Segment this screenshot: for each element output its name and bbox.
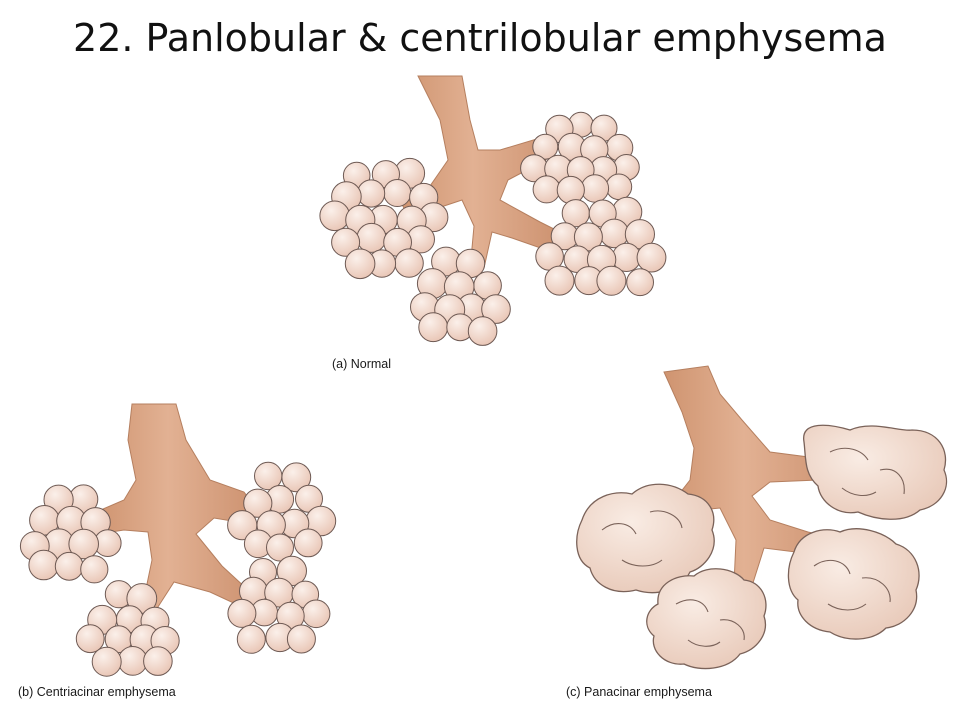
alveolus bbox=[293, 528, 323, 558]
panel-a-alveoli-bottom bbox=[410, 246, 511, 346]
alveolus bbox=[626, 268, 654, 297]
panel-c-sac-left bbox=[576, 483, 715, 594]
panel-c-sac-bottom bbox=[646, 568, 767, 670]
panel-b-alveoli-bottom-right bbox=[227, 555, 331, 654]
alveolus bbox=[394, 248, 424, 278]
panel-a-normal: (a) Normal bbox=[319, 75, 667, 371]
panel-b-alveoli-bottom-left bbox=[75, 580, 180, 677]
alveolus bbox=[243, 488, 273, 518]
alveolus bbox=[54, 551, 84, 581]
alveolus bbox=[596, 265, 627, 296]
alveolus bbox=[28, 549, 60, 581]
alveolus bbox=[467, 316, 498, 346]
alveolus bbox=[580, 174, 610, 203]
alveolus bbox=[281, 462, 312, 493]
alveolus bbox=[286, 624, 316, 654]
alveolus bbox=[301, 599, 331, 629]
alveolus bbox=[605, 173, 633, 201]
alveolus bbox=[556, 175, 585, 205]
alveolus bbox=[266, 533, 294, 562]
alveolus bbox=[227, 598, 257, 628]
alveolus bbox=[143, 646, 173, 676]
alveolus bbox=[236, 624, 266, 654]
alveolus bbox=[357, 179, 386, 208]
alveolus bbox=[117, 646, 148, 676]
alveolus bbox=[532, 175, 561, 204]
panel-a-alveoli-right bbox=[535, 196, 667, 297]
alveolus bbox=[481, 294, 511, 324]
alveolus bbox=[331, 227, 361, 257]
panel-b-airway bbox=[95, 403, 257, 611]
panel-b-centriacinar: (b) Centriacinar emphysema bbox=[18, 403, 337, 699]
alveolus bbox=[75, 624, 105, 654]
alveolus bbox=[319, 200, 351, 232]
alveolus bbox=[544, 265, 575, 296]
panel-c-sac-upper-right bbox=[803, 424, 948, 520]
alveolus bbox=[532, 133, 559, 160]
caption-panacinar: (c) Panacinar emphysema bbox=[566, 685, 712, 699]
alveolus bbox=[636, 242, 667, 273]
alveolus bbox=[80, 555, 109, 584]
panel-a-alveoli-upper-right bbox=[520, 111, 640, 205]
alveolus bbox=[68, 528, 99, 560]
panel-a-alveoli-left bbox=[319, 157, 449, 280]
panel-c-panacinar: (c) Panacinar emphysema bbox=[566, 365, 948, 699]
panel-b-alveoli-left bbox=[19, 484, 122, 584]
alveolus bbox=[418, 312, 449, 343]
panel-b-alveoli-upper-right bbox=[227, 461, 337, 562]
caption-normal: (a) Normal bbox=[332, 357, 391, 371]
alveolus bbox=[356, 222, 387, 253]
panel-c-sac-bottom-right bbox=[787, 528, 920, 640]
alveolus bbox=[91, 646, 122, 677]
slide-title: 22. Panlobular & centrilobular emphysema bbox=[73, 16, 887, 60]
caption-centriacinar: (b) Centriacinar emphysema bbox=[18, 685, 176, 699]
alveolus bbox=[383, 179, 412, 207]
alveolus bbox=[344, 248, 376, 280]
